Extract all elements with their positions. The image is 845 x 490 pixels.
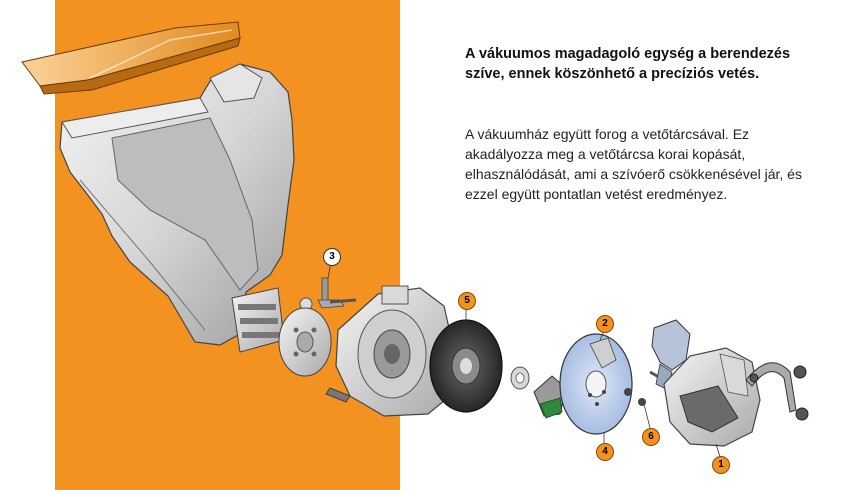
callout-6: 6 [642,428,660,446]
callout-5: 5 [458,292,476,310]
curved-handle [745,362,797,413]
shaft-bolt [299,277,357,311]
seed-hopper [59,63,295,346]
body-paragraph: A vákuumház együtt forog a vetőtárcsával… [465,126,802,202]
housing-cover [663,347,761,447]
callout-4: 4 [596,443,614,461]
seed-gate-part [231,287,285,353]
seed-disc [559,333,633,435]
headline-text: A vákuumos magadagoló egység a berendezé… [465,46,791,82]
callout-2: 2 [596,315,614,333]
callout-1: 1 [712,456,730,474]
hopper-lid [21,21,241,95]
washer [510,366,530,390]
singulator-arm [533,375,567,419]
callout-3: 3 [323,248,341,266]
vacuum-housing [325,285,455,417]
vacuum-seal-ring [429,319,503,413]
adjust-knobs [749,365,809,421]
drive-plate [278,307,332,377]
